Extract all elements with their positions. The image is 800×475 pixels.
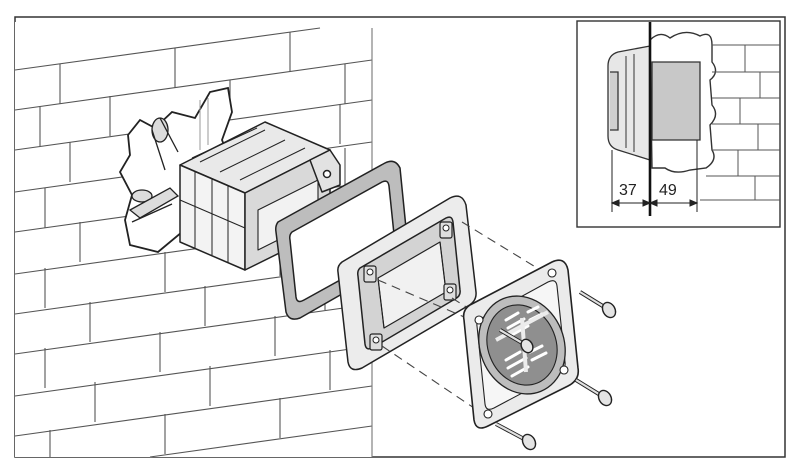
flush-mounting-box bbox=[179, 121, 341, 271]
inset-device-profile bbox=[607, 45, 651, 161]
cable-ties bbox=[128, 117, 180, 223]
screw-middle bbox=[574, 378, 613, 407]
screw-inner bbox=[498, 328, 534, 354]
surface-mount-frame bbox=[337, 195, 477, 371]
dimension-label-left: 37 bbox=[619, 182, 637, 199]
screw-bottom bbox=[495, 422, 537, 451]
screw-top bbox=[578, 290, 617, 319]
fixing-screws bbox=[495, 290, 617, 451]
inset-recessed-box bbox=[651, 61, 701, 141]
inset-dimension-lines bbox=[610, 140, 699, 212]
dimension-label-right: 49 bbox=[659, 182, 677, 199]
inset-detail: 37 49 bbox=[576, 20, 781, 228]
